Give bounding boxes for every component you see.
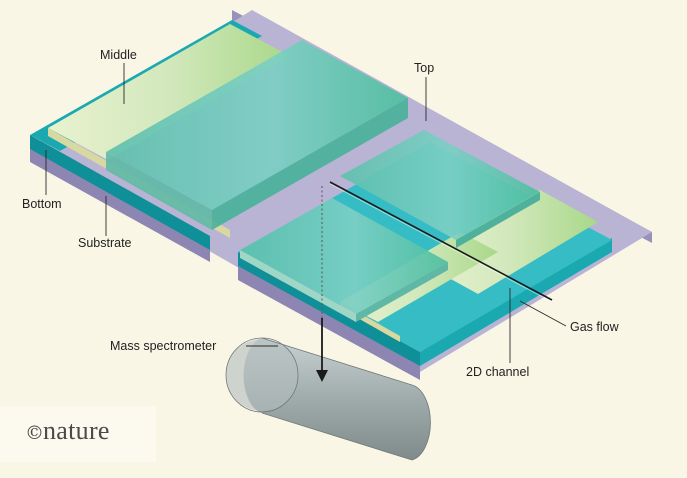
flow-down-arrow — [316, 318, 328, 382]
mass-spectrometer-cylinder — [225, 337, 431, 461]
label-middle-text: Middle — [100, 48, 137, 62]
label-mass-spectrometer-text: Mass spectrometer — [110, 339, 216, 353]
label-substrate-text: Substrate — [78, 236, 132, 250]
label-2d-channel-text: 2D channel — [466, 365, 529, 379]
top-glass-layer — [106, 40, 540, 322]
logo-copyright-symbol: © — [25, 422, 44, 444]
logo-backdrop — [0, 406, 156, 462]
label-top: Top — [414, 61, 434, 121]
two-d-channel-line — [321, 181, 553, 318]
label-gas-flow-text: Gas flow — [570, 320, 620, 334]
label-mass-spectrometer: Mass spectrometer — [110, 339, 278, 353]
label-bottom-text: Bottom — [22, 197, 62, 211]
label-2d-channel: 2D channel — [466, 288, 529, 379]
label-middle: Middle — [100, 48, 137, 104]
nature-logo: © nature — [0, 406, 156, 462]
label-substrate: Substrate — [78, 196, 132, 250]
label-top-text: Top — [414, 61, 434, 75]
label-bottom: Bottom — [22, 150, 62, 211]
label-gas-flow: Gas flow — [519, 300, 620, 334]
logo-wordmark: nature — [43, 416, 110, 445]
